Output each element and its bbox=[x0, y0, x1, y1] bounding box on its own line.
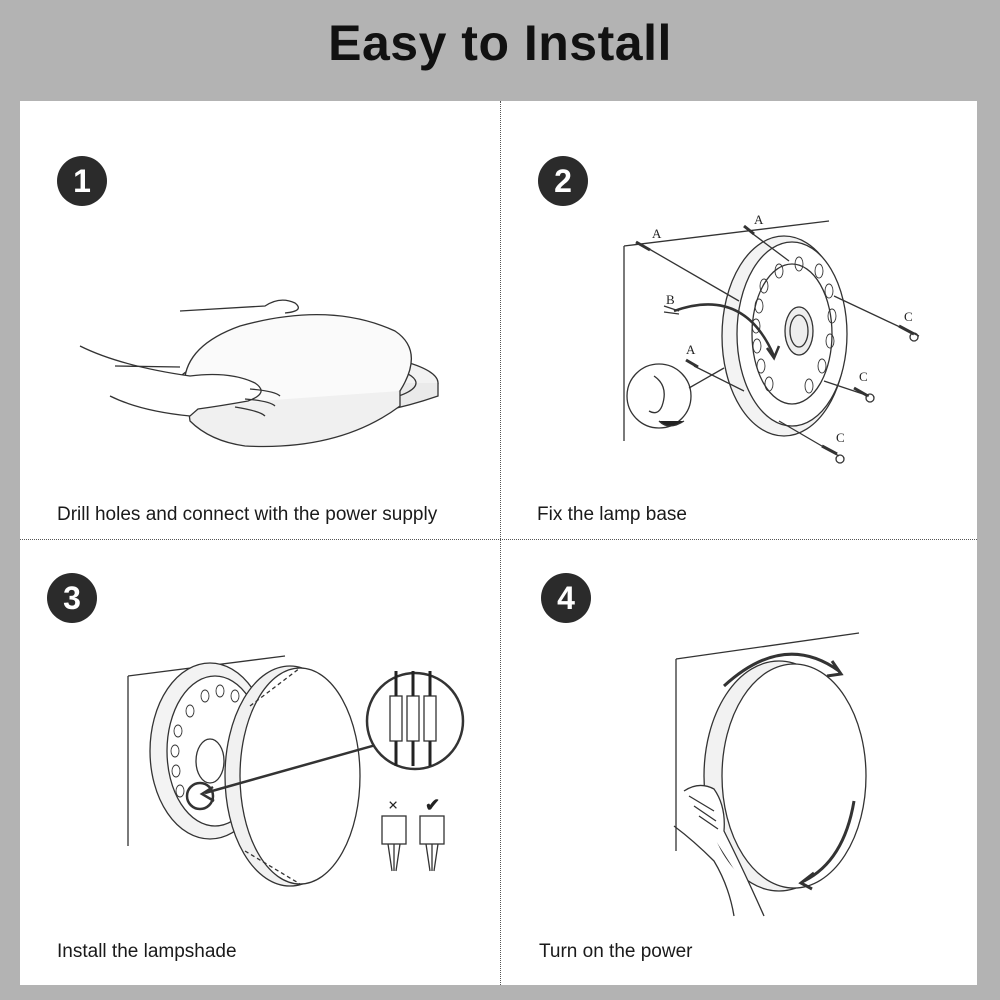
label-b: B bbox=[666, 292, 675, 307]
step-2-panel: 2 bbox=[499, 101, 977, 538]
label-a-3: A bbox=[686, 342, 696, 357]
step-2-caption: Fix the lamp base bbox=[537, 504, 687, 525]
step-4-badge: 4 bbox=[541, 573, 591, 623]
horizontal-divider bbox=[20, 539, 977, 540]
label-c-1: C bbox=[904, 309, 913, 324]
step-4-caption: Turn on the power bbox=[539, 941, 693, 962]
step-3-caption: Install the lampshade bbox=[57, 941, 237, 962]
step-3-panel: 3 bbox=[20, 541, 498, 978]
step-1-panel: 1 bbox=[20, 101, 498, 538]
instructions-grid: 1 bbox=[20, 101, 977, 985]
lampshade-illustration-step-3: × ✔ bbox=[127, 655, 465, 887]
vertical-divider bbox=[500, 101, 501, 985]
step-4-panel: 4 Turn on the power bbox=[499, 541, 977, 978]
label-c-2: C bbox=[859, 369, 868, 384]
lamp-illustration-step-1 bbox=[79, 299, 439, 448]
power-illustration-step-4 bbox=[673, 632, 867, 917]
label-c-3: C bbox=[836, 430, 845, 445]
lamp-base-illustration-step-2: A A A B C C C bbox=[623, 212, 920, 464]
label-a-2: A bbox=[754, 212, 764, 227]
step-2-badge: 2 bbox=[538, 156, 588, 206]
step-1-caption: Drill holes and connect with the power s… bbox=[57, 504, 438, 525]
step-1-badge: 1 bbox=[57, 156, 107, 206]
right-mark-icon: ✔ bbox=[425, 795, 440, 815]
page-title: Easy to Install bbox=[328, 15, 672, 71]
wrong-mark-icon: × bbox=[388, 795, 398, 815]
label-a-1: A bbox=[652, 226, 662, 241]
step-3-badge: 3 bbox=[47, 573, 97, 623]
